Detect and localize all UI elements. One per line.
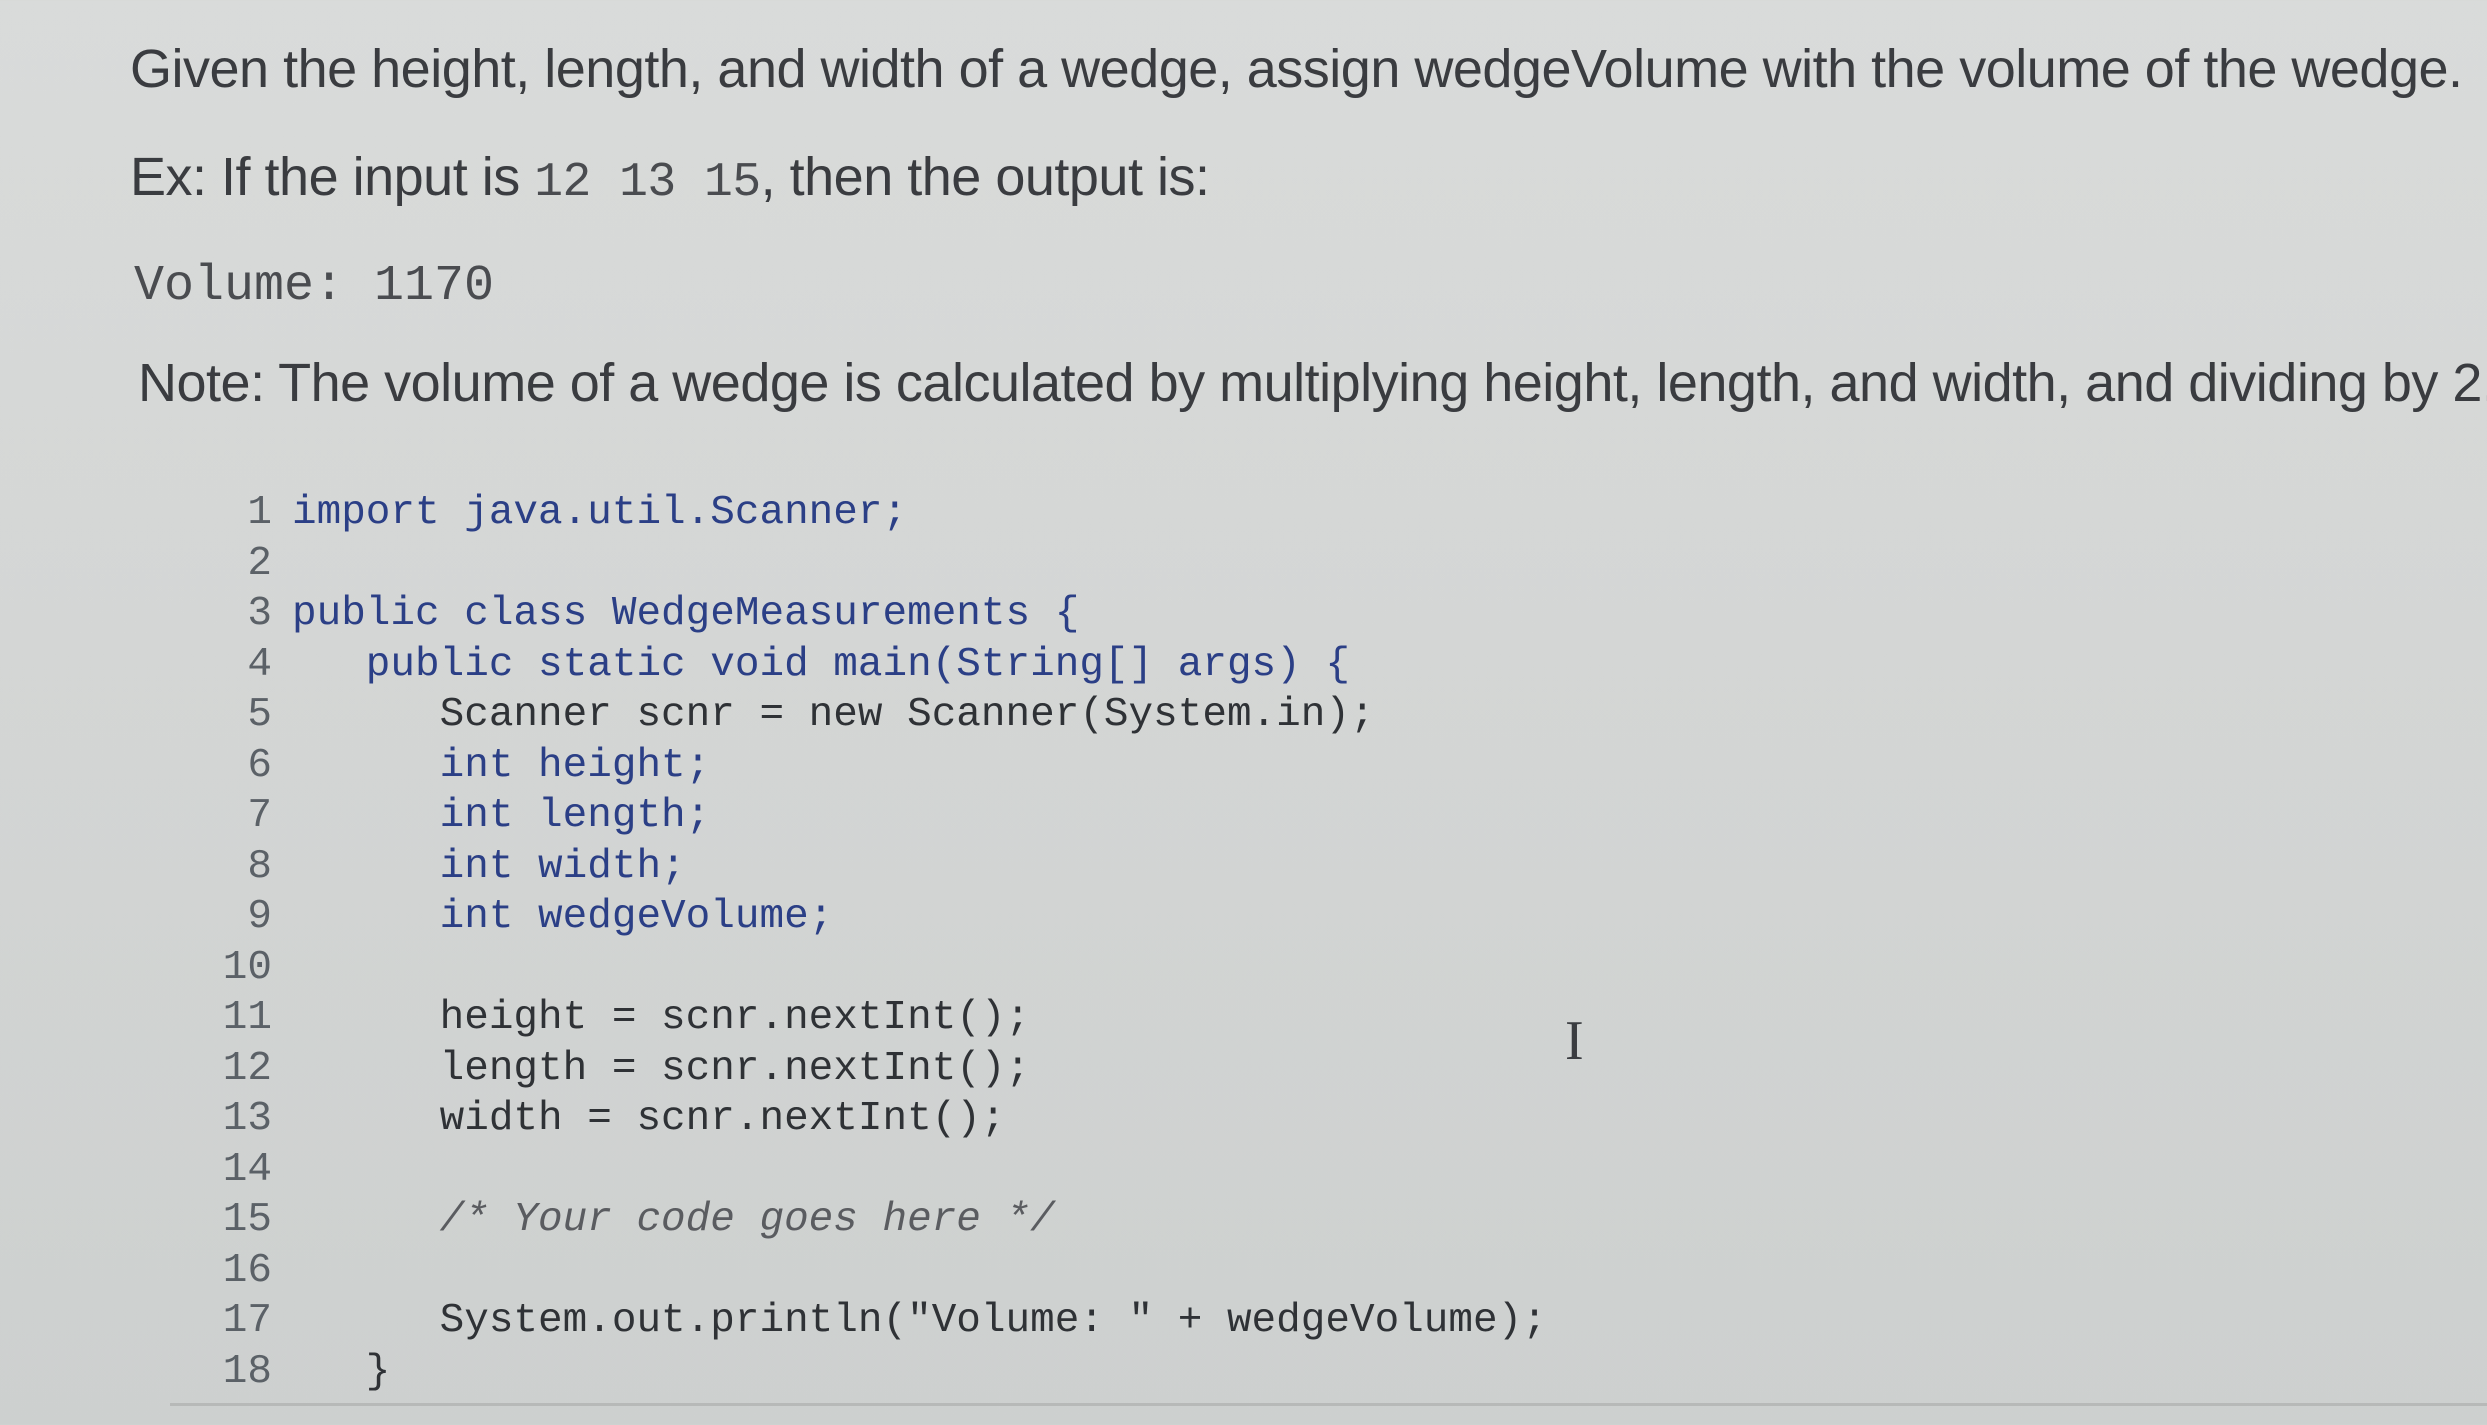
example-line: Ex: If the input is 12 13 15, then the o…: [130, 146, 1210, 210]
line-number: 11: [222, 995, 272, 1041]
code-line[interactable]: 12 length = scnr.nextInt();: [200, 1044, 1030, 1094]
code-line[interactable]: 9 int wedgeVolume;: [200, 892, 833, 942]
code-line[interactable]: 13 width = scnr.nextInt();: [200, 1094, 1006, 1144]
line-number: 6: [247, 742, 272, 789]
prompt-text: Given the height, length, and width of a…: [130, 39, 2463, 99]
code-line[interactable]: 17 System.out.println("Volume: " + wedge…: [200, 1296, 1547, 1346]
code-text[interactable]: int length;: [292, 793, 711, 839]
line-number: 8: [247, 843, 272, 890]
line-number: 18: [222, 1348, 272, 1395]
example-input: 12 13 15: [534, 156, 761, 210]
code-line[interactable]: 7 int length;: [200, 791, 710, 841]
code-line[interactable]: 4 public static void main(String[] args)…: [200, 640, 1350, 690]
line-number: 1: [247, 490, 272, 536]
code-line[interactable]: 14: [200, 1145, 292, 1195]
code-line[interactable]: 10: [200, 943, 292, 993]
code-text[interactable]: public static void main(String[] args) {: [292, 641, 1350, 688]
code-line[interactable]: 8 int width;: [200, 842, 686, 892]
code-line[interactable]: 18 }: [200, 1347, 391, 1397]
code-text[interactable]: public class WedgeMeasurements {: [292, 591, 1080, 637]
text-cursor-icon: I: [1565, 1010, 1584, 1072]
line-number: 7: [247, 793, 272, 839]
code-text[interactable]: int height;: [292, 742, 711, 789]
editor-bottom-border: [170, 1403, 2487, 1406]
code-text[interactable]: length = scnr.nextInt();: [292, 1045, 1031, 1092]
example-prefix: Ex: If the input is: [130, 147, 535, 207]
line-number: 9: [247, 894, 272, 940]
line-number: 16: [222, 1247, 272, 1294]
example-output: Volume: 1170: [134, 258, 495, 315]
line-number: 15: [222, 1197, 272, 1243]
code-line[interactable]: 15 /* Your code goes here */: [200, 1195, 1055, 1245]
code-line[interactable]: 3 public class WedgeMeasurements {: [200, 589, 1079, 639]
line-number: 5: [247, 692, 272, 738]
example-suffix: , then the output is:: [760, 147, 1210, 207]
code-line[interactable]: 11 height = scnr.nextInt();: [200, 993, 1030, 1043]
note-text: Note: The volume of a wedge is calculate…: [138, 353, 2487, 413]
code-text[interactable]: import java.util.Scanner;: [292, 490, 908, 536]
code-line[interactable]: 5 Scanner scnr = new Scanner(System.in);: [200, 690, 1375, 740]
code-text[interactable]: System.out.println("Volume: " + wedgeVol…: [292, 1298, 1547, 1344]
code-text[interactable]: }: [292, 1348, 391, 1395]
code-line[interactable]: 1 import java.util.Scanner;: [200, 488, 907, 538]
code-line[interactable]: 2: [200, 539, 292, 589]
code-line[interactable]: 16: [200, 1246, 292, 1296]
line-number: 2: [247, 540, 272, 587]
code-text[interactable]: width = scnr.nextInt();: [292, 1096, 1006, 1142]
line-number: 17: [222, 1298, 272, 1344]
code-text[interactable]: int width;: [292, 843, 686, 890]
code-text[interactable]: /* Your code goes here */: [292, 1197, 1055, 1243]
line-number: 3: [247, 591, 272, 637]
code-text[interactable]: int wedgeVolume;: [292, 894, 834, 940]
code-text[interactable]: height = scnr.nextInt();: [292, 995, 1031, 1041]
line-number: 4: [247, 641, 272, 688]
code-line[interactable]: 6 int height;: [200, 741, 710, 791]
line-number: 12: [222, 1045, 272, 1092]
line-number: 13: [222, 1096, 272, 1142]
code-text[interactable]: Scanner scnr = new Scanner(System.in);: [292, 692, 1375, 738]
line-number: 14: [222, 1146, 272, 1193]
line-number: 10: [222, 944, 272, 991]
